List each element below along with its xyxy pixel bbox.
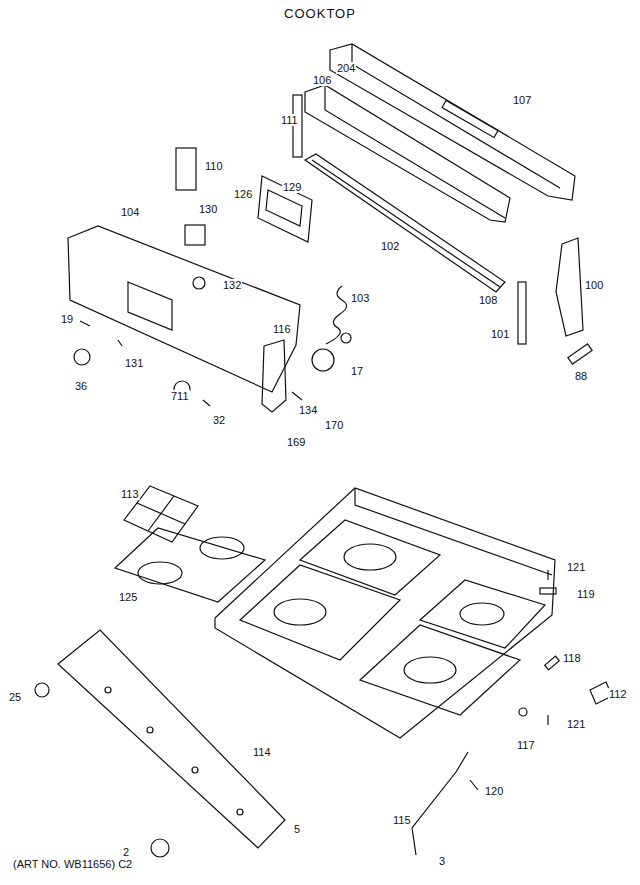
trim-strip [305, 154, 505, 292]
cooktop-rim [355, 488, 552, 575]
screw [292, 392, 302, 400]
callout-number: 118 [562, 652, 582, 664]
callout-number: 3 [438, 855, 446, 867]
callout-number: 169 [286, 436, 306, 448]
callout-number: 125 [118, 591, 138, 603]
backsplash-front [305, 85, 510, 222]
burner-pan [115, 528, 265, 602]
burner-hole [200, 537, 244, 559]
callout-number: 129 [282, 181, 302, 193]
panel-hole [192, 767, 198, 773]
cooktop [215, 488, 555, 738]
display [266, 190, 302, 226]
callout-number: 106 [312, 74, 332, 86]
knob [35, 683, 49, 697]
callout-number: 19 [60, 313, 74, 325]
screw [547, 715, 548, 725]
callout-number: 711 [170, 390, 190, 402]
panel-hole [147, 727, 153, 733]
burner-hole [344, 544, 396, 570]
callout-number: 130 [198, 203, 218, 215]
callout-number: 119 [576, 588, 596, 600]
callout-number: 101 [490, 328, 510, 340]
grate-bar [148, 496, 174, 531]
burner-area [300, 520, 440, 595]
screw [118, 340, 122, 346]
art-number: (ART NO. WB11656) C2 [12, 858, 133, 870]
callout-number: 110 [204, 160, 224, 172]
knob [151, 839, 169, 857]
callout-number: 170 [324, 419, 344, 431]
callout-number: 116 [272, 323, 292, 335]
callout-number: 36 [74, 380, 88, 392]
callout-number: 121 [566, 561, 586, 573]
callout-number: 204 [336, 62, 356, 74]
burner-area [240, 565, 400, 660]
screw [547, 570, 548, 580]
valve-part [341, 333, 351, 343]
callout-number: 32 [212, 414, 226, 426]
hinge-part [545, 656, 560, 670]
burner-hole [404, 657, 456, 683]
callout-number: 103 [350, 292, 370, 304]
trim-line [312, 160, 500, 287]
screw [203, 400, 210, 406]
end-bracket [556, 238, 583, 336]
callout-number: 104 [120, 206, 140, 218]
burner-area [360, 625, 520, 715]
callout-number: 121 [566, 718, 586, 730]
burner-area [420, 580, 545, 648]
backsplash-panel [330, 44, 575, 200]
callout-number: 134 [298, 404, 318, 416]
burner-hole [138, 562, 182, 584]
callout-number: 126 [233, 188, 253, 200]
callout-number: 132 [222, 279, 242, 291]
panel-slot [442, 101, 498, 138]
callout-number: 113 [120, 488, 140, 500]
burner-hole [274, 599, 326, 625]
callout-number: 115 [392, 814, 412, 826]
manifold-panel [58, 630, 285, 848]
panel-hole [105, 687, 111, 693]
callout-number: 17 [350, 365, 364, 377]
panel-edge [352, 44, 560, 188]
bracket [518, 282, 526, 344]
callout-number: 108 [478, 294, 498, 306]
callout-number: 100 [584, 279, 604, 291]
switch-block [185, 225, 205, 245]
callout-number: 120 [484, 785, 504, 797]
wire [326, 286, 347, 344]
clock-panel [258, 176, 312, 242]
panel-edge [325, 85, 505, 218]
callout-number: 102 [380, 240, 400, 252]
screw [80, 321, 90, 326]
panel-window [128, 282, 172, 330]
hinge-part [540, 588, 556, 594]
callout-number: 25 [8, 691, 22, 703]
callout-number: 114 [252, 746, 272, 758]
screw [470, 780, 478, 790]
callout-number: 5 [293, 823, 301, 835]
callout-number: 88 [574, 370, 588, 382]
control-panel [68, 226, 300, 392]
callout-number: 111 [280, 114, 299, 126]
panel-hole [237, 809, 243, 815]
callout-number: 117 [516, 739, 536, 751]
burner-hole [460, 603, 504, 625]
screw [519, 708, 527, 716]
knob [74, 349, 90, 365]
diagram-title: COOKTOP [283, 8, 357, 20]
rod [412, 752, 468, 855]
knob-part [193, 277, 205, 289]
callout-number: 131 [124, 357, 144, 369]
clip [568, 344, 592, 364]
side-bracket [293, 95, 302, 157]
bracket [262, 340, 286, 412]
callout-number: 112 [608, 688, 628, 700]
callout-number: 2 [122, 846, 130, 858]
callout-number: 107 [512, 94, 532, 106]
valve [312, 349, 334, 371]
switch [176, 148, 196, 190]
